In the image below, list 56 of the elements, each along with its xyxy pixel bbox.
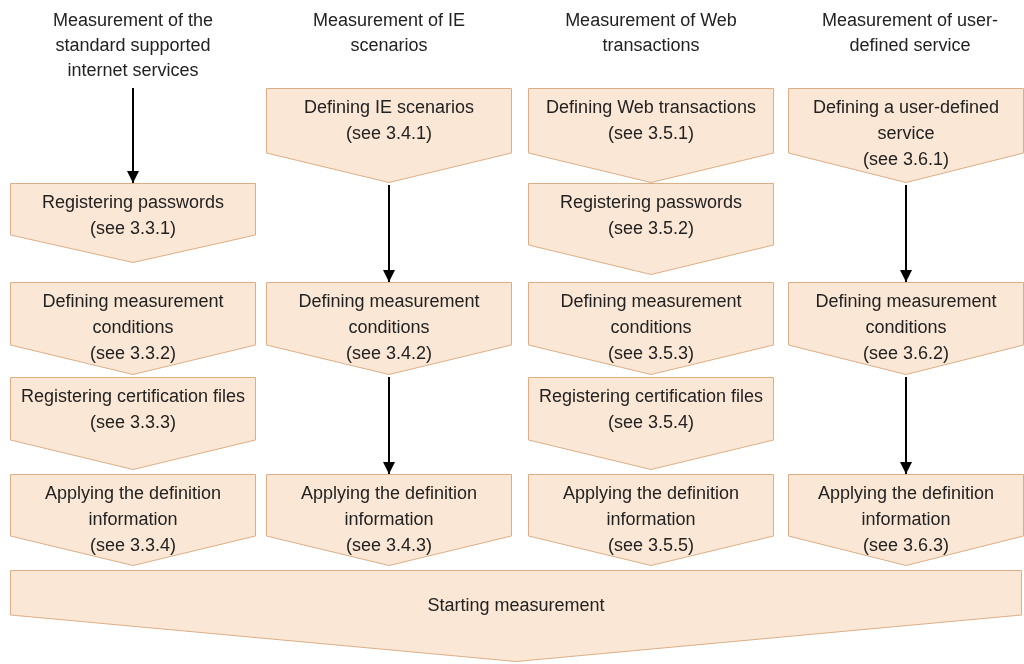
section-reference: (see 3.5.3)	[607, 342, 694, 365]
arrow	[383, 376, 395, 475]
section-reference: (see 3.3.2)	[89, 342, 176, 365]
step-title: Applying the definition information	[43, 482, 223, 531]
step-title: Registering passwords	[41, 191, 225, 214]
step-title: Defining measurement conditions	[41, 290, 225, 339]
process-step	[528, 377, 774, 470]
section-reference: (see 3.4.1)	[345, 122, 432, 145]
step-title: Applying the definition information	[816, 482, 996, 531]
process-step	[788, 88, 1024, 183]
step-title: Applying the definition information	[299, 482, 479, 531]
process-step	[788, 474, 1024, 566]
process-step	[10, 282, 256, 375]
arrow	[383, 184, 395, 283]
process-step	[266, 474, 512, 566]
step-title: Applying the definition information	[561, 482, 741, 531]
process-step	[266, 282, 512, 375]
step-title: Defining Web transactions	[546, 96, 756, 119]
column-heading: Measurement of the standard supported internet services	[33, 8, 233, 86]
process-step	[10, 570, 1022, 662]
section-reference: (see 3.6.1)	[862, 148, 949, 171]
process-step	[10, 474, 256, 566]
section-reference: (see 3.6.3)	[862, 534, 949, 557]
section-reference: (see 3.6.2)	[862, 342, 949, 365]
section-reference: (see 3.4.2)	[345, 342, 432, 365]
arrow	[900, 184, 912, 283]
section-reference: (see 3.5.2)	[607, 217, 694, 240]
section-reference: (see 3.5.1)	[607, 122, 694, 145]
section-reference: (see 3.4.3)	[345, 534, 432, 557]
process-step	[788, 282, 1024, 375]
process-step	[528, 88, 774, 183]
section-reference: (see 3.5.5)	[607, 534, 694, 557]
section-reference: (see 3.3.1)	[89, 217, 176, 240]
step-title: Registering certification files	[20, 385, 246, 408]
process-step	[528, 282, 774, 375]
step-title: Registering certification files	[538, 385, 764, 408]
section-reference: (see 3.3.3)	[89, 411, 176, 434]
step-title: Registering passwords	[559, 191, 743, 214]
section-reference: (see 3.3.4)	[89, 534, 176, 557]
process-step	[10, 183, 256, 263]
section-reference: (see 3.5.4)	[607, 411, 694, 434]
step-title: Starting measurement	[427, 594, 605, 617]
step-title: Defining measurement conditions	[297, 290, 481, 339]
column-heading: Measurement of user-defined service	[820, 9, 1000, 57]
step-title: Defining measurement conditions	[814, 290, 998, 339]
process-step	[528, 474, 774, 566]
arrow	[127, 87, 139, 184]
process-step	[528, 183, 774, 275]
column-heading: Measurement of Web transactions	[564, 9, 738, 57]
step-title: Defining IE scenarios	[303, 96, 475, 119]
step-title: Defining a user-defined service	[811, 96, 1001, 145]
column-heading: Measurement of IE scenarios	[311, 9, 467, 57]
process-step	[266, 88, 512, 183]
process-step	[10, 377, 256, 470]
arrow	[900, 376, 912, 475]
step-title: Defining measurement conditions	[559, 290, 743, 339]
